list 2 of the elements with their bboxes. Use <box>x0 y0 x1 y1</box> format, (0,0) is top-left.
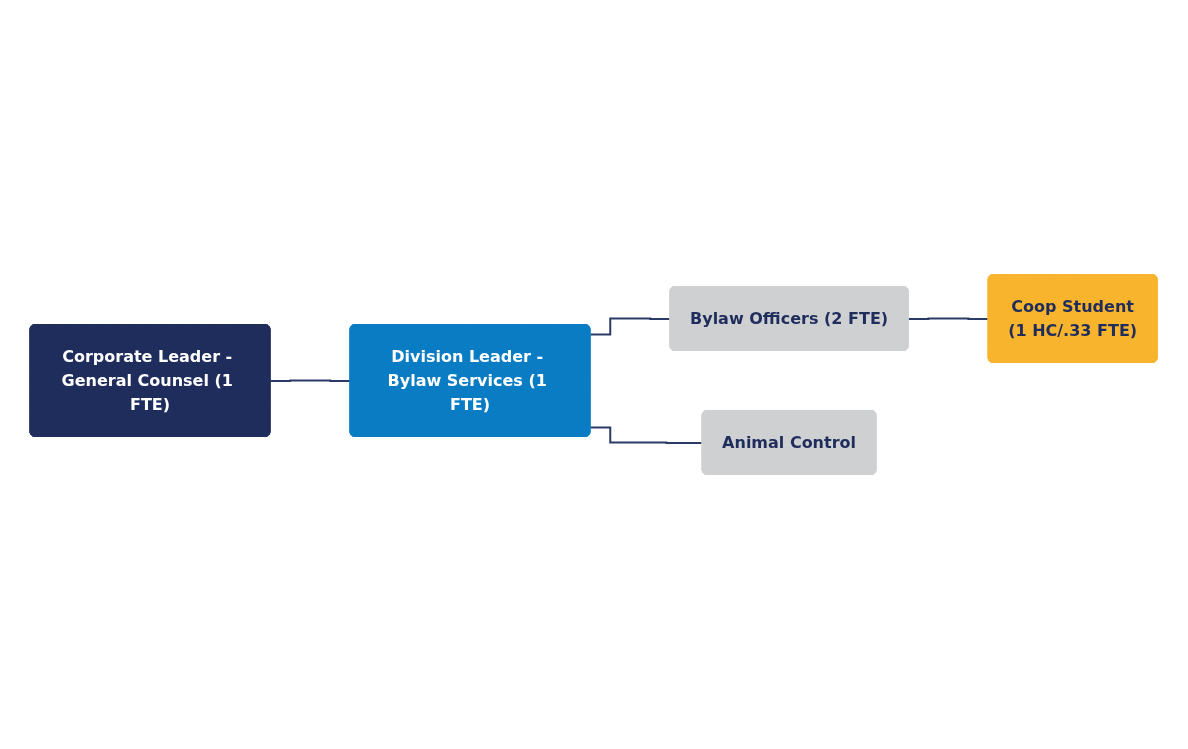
connector <box>589 317 672 336</box>
connector <box>269 379 352 382</box>
